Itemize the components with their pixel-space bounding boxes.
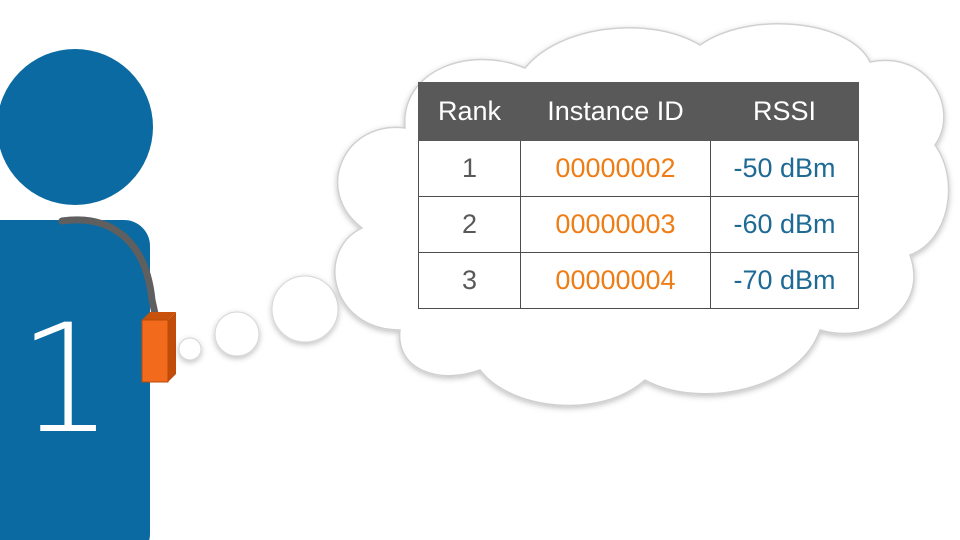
lanyard-cord xyxy=(58,216,160,322)
rssi-cell: -60 dBm xyxy=(710,196,859,253)
column-header-rank: Rank xyxy=(418,82,521,141)
person-figure xyxy=(0,49,153,540)
person-head xyxy=(0,49,153,205)
thought-dot-large xyxy=(271,275,339,343)
instance-id-cell: 00000002 xyxy=(520,140,711,197)
thought-dot-small xyxy=(178,337,202,361)
rank-cell: 1 xyxy=(418,140,521,197)
person-body xyxy=(0,220,150,540)
person-number-label: 1 xyxy=(18,293,114,467)
rssi-cell: -50 dBm xyxy=(710,140,859,197)
rssi-cell: -70 dBm xyxy=(710,252,859,309)
table-row: 2 00000003 -60 dBm xyxy=(418,196,859,253)
table-header-row: Rank Instance ID RSSI xyxy=(418,82,859,141)
instance-id-cell: 00000004 xyxy=(520,252,711,309)
column-header-instance-id: Instance ID xyxy=(520,82,711,141)
column-header-rssi: RSSI xyxy=(710,82,859,141)
beacon-device xyxy=(141,312,176,383)
table-row: 1 00000002 -50 dBm xyxy=(418,140,859,197)
table-row: 3 00000004 -70 dBm xyxy=(418,252,859,309)
instance-id-cell: 00000003 xyxy=(520,196,711,253)
ranking-table: Rank Instance ID RSSI 1 00000002 -50 dBm… xyxy=(418,82,859,309)
rank-cell: 2 xyxy=(418,196,521,253)
thought-dot-medium xyxy=(214,311,260,357)
rank-cell: 3 xyxy=(418,252,521,309)
thought-bubbles xyxy=(178,275,339,361)
